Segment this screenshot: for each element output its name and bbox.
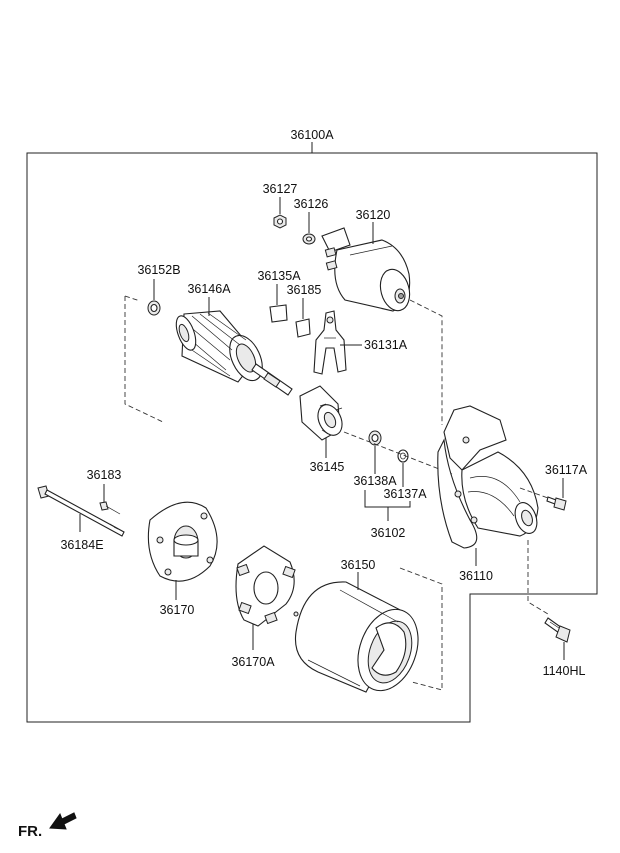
yoke-axis-line	[399, 567, 443, 691]
plate-36185-part	[295, 318, 311, 338]
label-36117A[interactable]: 36117A	[545, 463, 588, 477]
ring-36137A-part	[397, 449, 409, 463]
label-36138A[interactable]: 36138A	[353, 474, 397, 488]
solenoid-36120-part	[321, 227, 411, 312]
bolt-36117A-axis	[519, 487, 549, 499]
label-36170[interactable]: 36170	[160, 603, 195, 617]
bolt-36117A-part	[546, 496, 567, 511]
label-36146A[interactable]: 36146A	[187, 282, 231, 296]
label-36127[interactable]: 36127	[263, 182, 298, 196]
label-36137A[interactable]: 36137A	[383, 487, 427, 501]
label-36184E[interactable]: 36184E	[60, 538, 103, 552]
label-36152B[interactable]: 36152B	[137, 263, 180, 277]
label-36170A[interactable]: 36170A	[231, 655, 275, 669]
screw-36183-part	[99, 501, 121, 515]
label-36185[interactable]: 36185	[287, 283, 322, 297]
solenoid-axis-line	[409, 299, 443, 425]
washer-36152B-part	[147, 300, 161, 316]
label-36183[interactable]: 36183	[87, 468, 122, 482]
label-36126[interactable]: 36126	[294, 197, 329, 211]
label-36110[interactable]: 36110	[459, 569, 493, 583]
bracket-36170-part	[147, 501, 218, 582]
lever-36131A-part	[313, 310, 347, 375]
assembly-boundary	[26, 152, 598, 723]
plate-36135A-part	[269, 304, 288, 323]
bolt-1140HL-axis	[527, 540, 549, 615]
yoke-36150-part	[293, 581, 419, 693]
label-36150[interactable]: 36150	[341, 558, 376, 572]
front-indicator-label: FR.	[18, 823, 42, 840]
brush-holder-36170A-part	[235, 545, 296, 627]
label-36100A[interactable]: 36100A	[290, 128, 334, 142]
label-1140HL[interactable]: 1140HL	[543, 664, 586, 678]
bolt-36184E-part	[37, 485, 125, 537]
label-36102[interactable]: 36102	[371, 526, 406, 540]
label-36135A[interactable]: 36135A	[257, 269, 301, 283]
housing-36110-part	[437, 405, 539, 549]
washer-36126-part	[302, 233, 316, 245]
ring-36138A-part	[368, 430, 382, 446]
pinion-36145-part	[299, 385, 343, 441]
label-36131A[interactable]: 36131A	[364, 338, 408, 352]
nut-36127-part	[273, 214, 287, 229]
armature-alignment-line	[124, 295, 164, 423]
label-36145[interactable]: 36145	[310, 460, 345, 474]
armature-36146A-part	[175, 310, 293, 396]
bolt-1140HL-part	[544, 617, 571, 643]
pinion-axis-line	[343, 431, 453, 475]
front-arrow-icon	[49, 812, 77, 830]
label-36120[interactable]: 36120	[356, 208, 391, 222]
